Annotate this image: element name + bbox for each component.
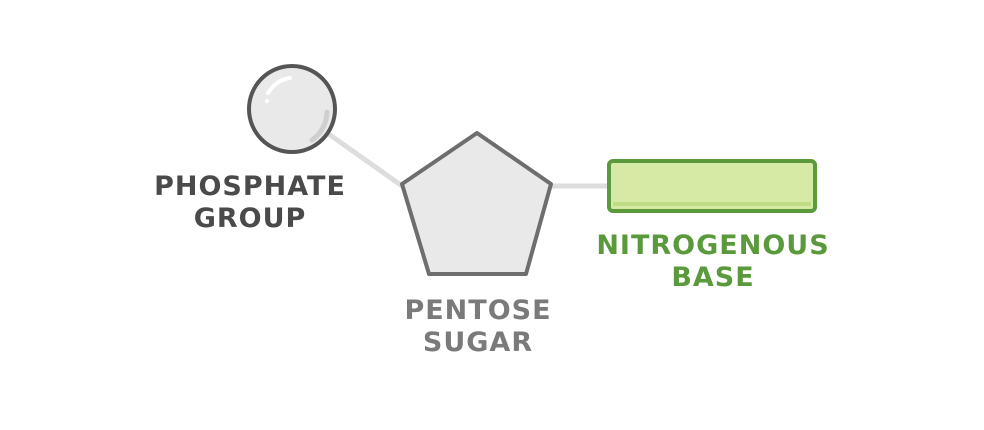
- base-label-line1: NITROGENOUS: [596, 230, 830, 261]
- phosphate-label-line2: GROUP: [193, 203, 307, 234]
- phosphate-sugar-bond: [320, 127, 408, 191]
- pentose-sugar-label: PENTOSE SUGAR: [378, 295, 578, 359]
- sugar-label-line1: PENTOSE: [404, 295, 552, 326]
- pentose-sugar-pentagon: [400, 131, 553, 276]
- base-label-line2: BASE: [671, 262, 755, 293]
- phosphate-group-circle: [247, 64, 337, 154]
- phosphate-label-line1: PHOSPHATE: [154, 171, 346, 202]
- nitrogenous-base-label: NITROGENOUS BASE: [583, 230, 843, 294]
- phosphate-group-label: PHOSPHATE GROUP: [150, 171, 350, 235]
- nitrogenous-base-rectangle: [607, 159, 817, 213]
- sugar-label-line2: SUGAR: [422, 327, 534, 358]
